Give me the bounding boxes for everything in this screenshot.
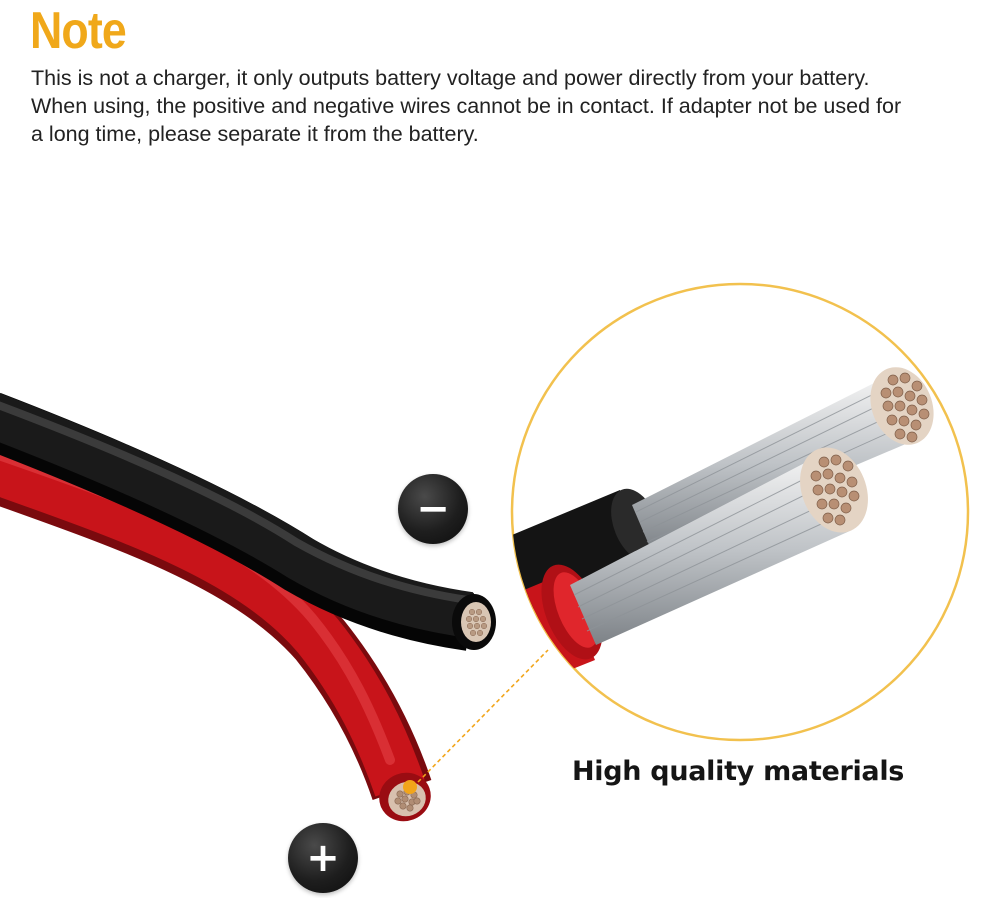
note-title: Note xyxy=(30,2,127,60)
callout-line xyxy=(417,649,549,783)
upper-strand-bundle xyxy=(632,367,934,552)
note-text: This is not a charger, it only outputs b… xyxy=(31,64,981,148)
note-line: This is not a charger, it only outputs b… xyxy=(31,66,870,90)
note-line: a long time, please separate it from the… xyxy=(31,122,479,146)
callout-dot xyxy=(403,780,417,794)
caption: High quality materials xyxy=(572,756,905,787)
lower-strand-bundle xyxy=(570,447,868,645)
plus-icon: + xyxy=(288,823,358,893)
minus-icon: − xyxy=(398,474,468,544)
note-line: When using, the positive and negative wi… xyxy=(31,94,902,118)
